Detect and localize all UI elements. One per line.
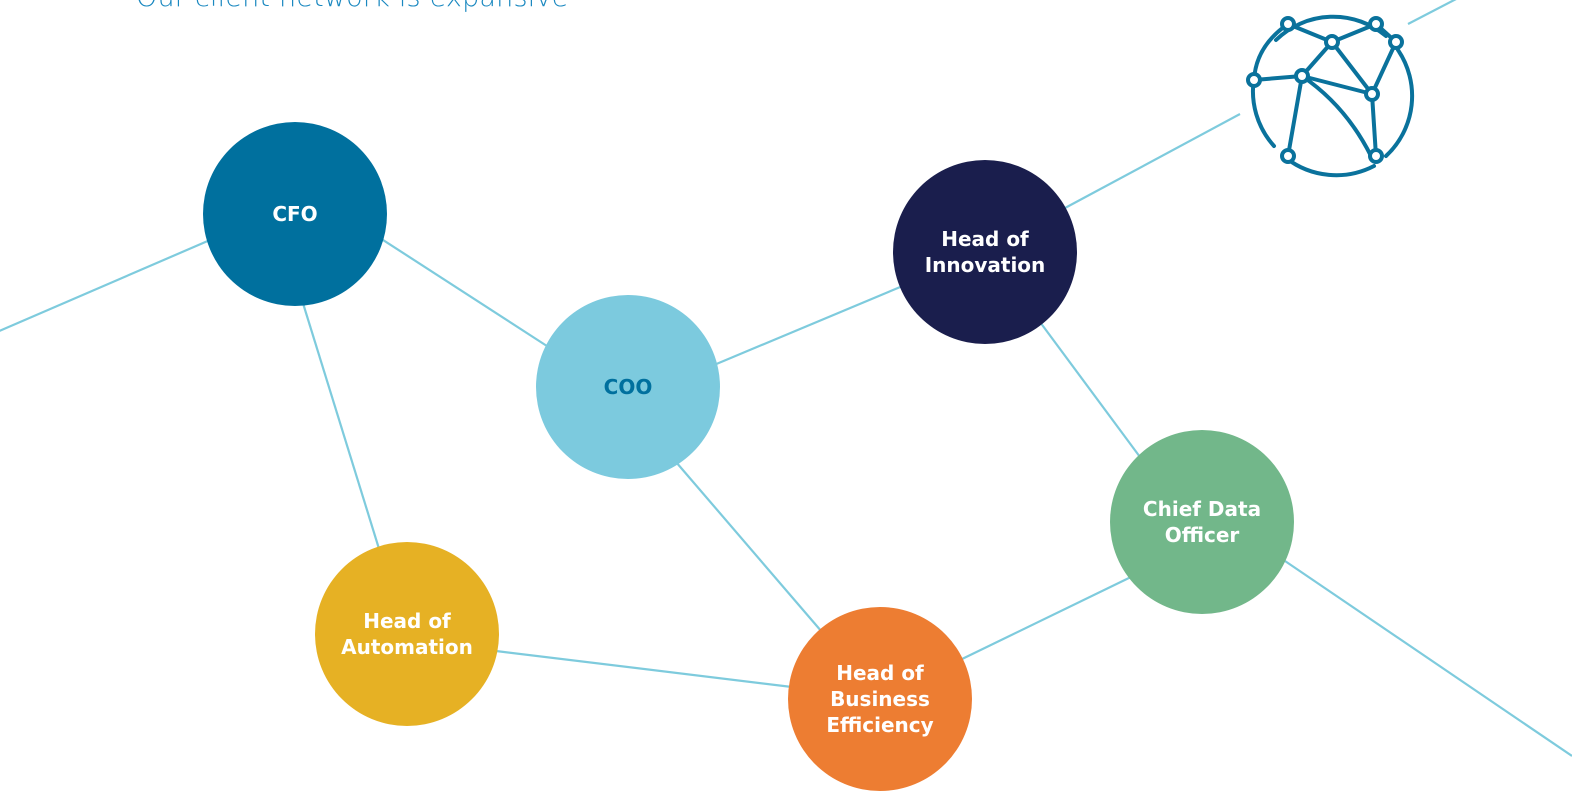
node-head-of-innovation: Head of Innovation [893,160,1077,344]
node-coo-label: COO [603,375,653,399]
edge-business-cdo [959,575,1134,661]
node-chief-data-officer-label: Chief Data Officer [1142,497,1262,547]
edge-globe-offpage [1407,0,1457,25]
edge-innovation-globe [1064,113,1241,209]
node-coo: COO [536,295,720,479]
node-head-of-business-efficiency: Head of Business Efficiency [788,607,972,791]
node-chief-data-officer: Chief Data Officer [1110,430,1294,614]
edge-cfo-coo [379,237,551,349]
edge-coo-business [675,461,823,633]
node-head-of-automation-label: Head of Automation [341,609,473,659]
edge-innovation-cdo [1039,321,1141,458]
page-title: Our client network is expansive [136,0,568,13]
node-head-of-automation: Head of Automation [315,542,499,726]
edge-coo-innovation [713,283,906,367]
node-head-of-innovation-label: Head of Innovation [924,227,1046,277]
edge-cfo-automation [300,299,382,553]
node-head-of-business-efficiency-label: Head of Business Efficiency [826,661,934,737]
node-cfo: CFO [203,122,387,306]
node-cfo-label: CFO [272,202,318,226]
edge-automation-business [495,649,793,689]
network-globe-icon [1246,14,1415,178]
edge-offpage-cfo [0,238,211,332]
edge-cdo-offpage [1284,560,1572,757]
